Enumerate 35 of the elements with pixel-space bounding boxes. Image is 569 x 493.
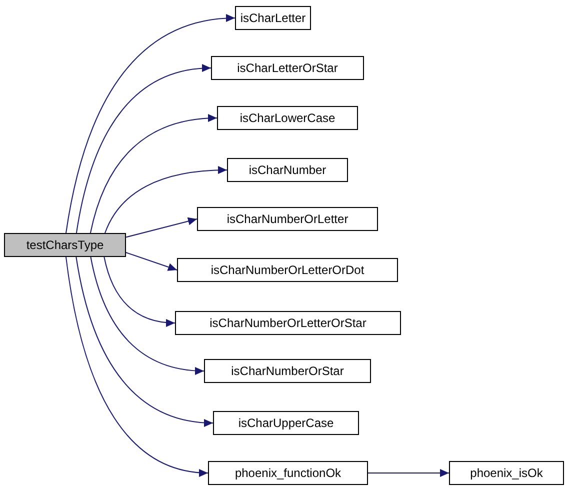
function-box [197, 207, 378, 231]
function-name: isCharLetter [240, 11, 306, 25]
function-box [213, 411, 359, 435]
function-name: phoenix_isOk [470, 466, 543, 480]
call-arrow [66, 14, 236, 234]
function-box [204, 359, 371, 383]
function-name: testCharsType [26, 238, 104, 252]
call-arrow [368, 468, 450, 478]
function-name: isCharNumber [248, 163, 326, 177]
call-arrow [66, 256, 208, 476]
function-box [449, 461, 564, 485]
function-name: phoenix_functionOk [234, 466, 342, 480]
function-box [217, 106, 358, 130]
call-arrow [126, 217, 198, 238]
function-name: isCharNumberOrLetter [226, 212, 348, 226]
function-box [4, 233, 126, 257]
call-arrow [104, 256, 176, 327]
function-name: isCharNumberOrLetterOrStar [210, 316, 366, 330]
call-arrow [126, 252, 178, 271]
function-box [211, 56, 364, 80]
function-name: isCharNumberOrLetterOrDot [210, 263, 364, 277]
function-box [177, 258, 398, 282]
function-box [208, 461, 368, 485]
function-box [175, 311, 401, 335]
call-arrow [90, 114, 218, 234]
call-arrow [104, 166, 228, 234]
function-name: isCharNumberOrStar [231, 364, 344, 378]
function-box [227, 158, 348, 182]
function-name: isCharLowerCase [240, 111, 336, 125]
function-name: isCharLetterOrStar [237, 61, 338, 75]
call-arrow [90, 256, 204, 375]
function-box [235, 6, 311, 30]
call-arrow [76, 256, 214, 426]
function-name: isCharUpperCase [238, 416, 334, 430]
call-arrow [76, 64, 212, 234]
